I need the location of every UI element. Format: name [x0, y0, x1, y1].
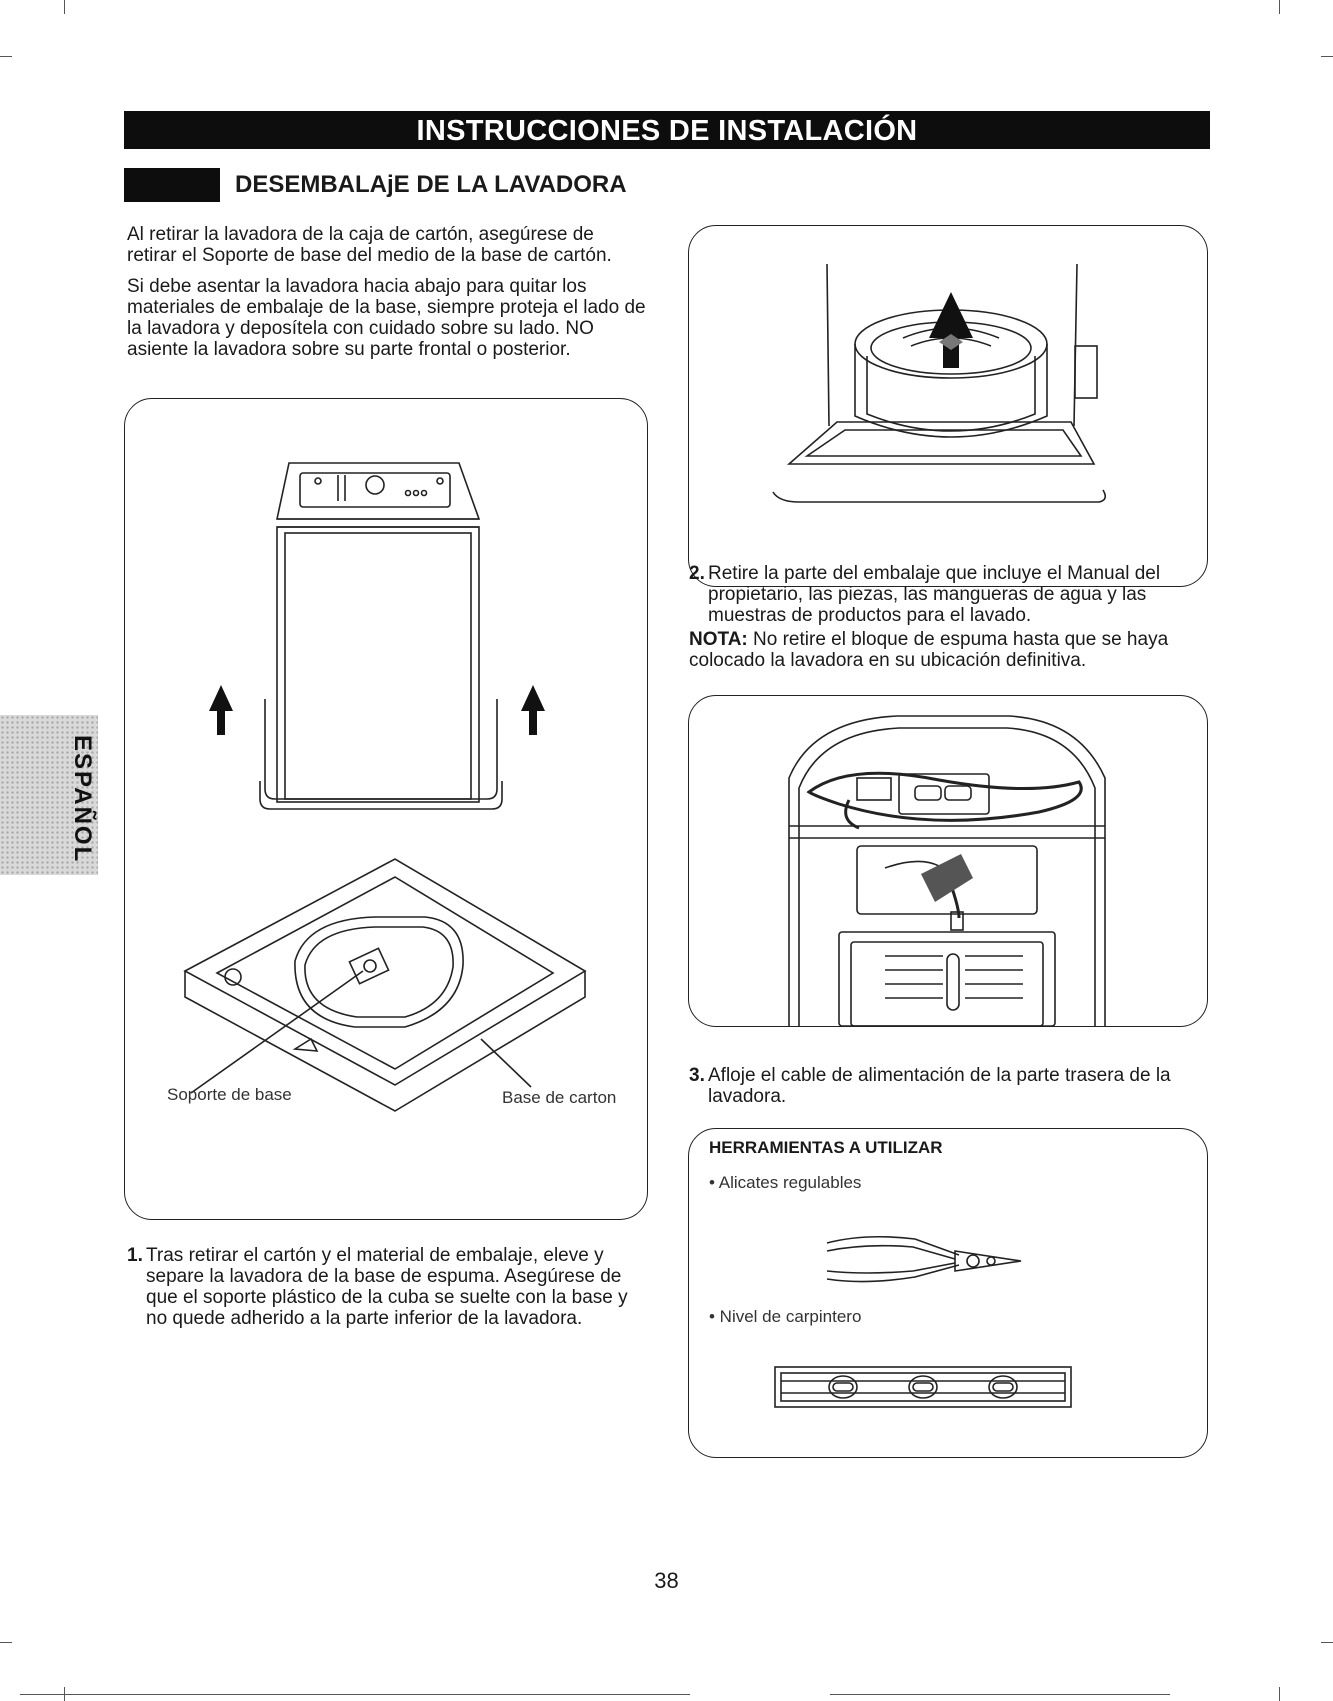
step-1-text: Tras retirar el cartón y el material de …	[146, 1245, 628, 1329]
power-cord-illustration	[788, 715, 1106, 1027]
intro-paragraph-2: Si debe asentar la lavadora hacia abajo …	[127, 276, 646, 360]
tools-box: HERRAMIENTAS A UTILIZAR • Alicates regul…	[688, 1128, 1208, 1458]
carpenter-level-icon	[774, 1366, 1072, 1408]
tools-title: HERRAMIENTAS A UTILIZAR	[709, 1138, 943, 1157]
bottom-rule	[20, 1694, 690, 1695]
crop-mark	[0, 56, 12, 57]
step-2: 2. Retire la parte del embalaje que incl…	[689, 563, 1199, 626]
intro-paragraph-1: Al retirar la lavadora de la caja de car…	[127, 224, 612, 266]
figure-washer-base: Soporte de base Base de carton	[124, 398, 648, 1220]
step-1-number: 1.	[127, 1245, 143, 1266]
language-tab	[0, 715, 98, 875]
step-3: 3. Afloje el cable de alimentación de la…	[689, 1065, 1199, 1107]
page-banner: INSTRUCCIONES DE INSTALACIÓN	[124, 111, 1210, 149]
washer-lift-illustration	[183, 462, 587, 1112]
crop-mark	[1279, 1687, 1280, 1701]
language-tab-label: ESPAÑOL	[69, 735, 96, 864]
note-text: No retire el bloque de espuma hasta que …	[689, 629, 1169, 671]
section-title: DESEMBALAjE DE LA LAVADORA	[235, 171, 627, 198]
note: NOTA: No retire el bloque de espuma hast…	[689, 629, 1199, 671]
step-2-number: 2.	[689, 563, 705, 584]
page-number: 38	[654, 1568, 679, 1593]
pliers-icon	[826, 1235, 1022, 1283]
crop-mark	[64, 0, 65, 14]
section-marker	[124, 168, 220, 202]
figure-power-cord	[688, 695, 1208, 1027]
crop-mark	[0, 1642, 12, 1643]
tool-item-level: • Nivel de carpintero	[709, 1307, 862, 1326]
tub-packaging-illustration	[772, 263, 1107, 503]
label-soporte-de-base: Soporte de base	[167, 1085, 292, 1104]
note-label: NOTA:	[689, 629, 748, 650]
bottom-rule	[830, 1694, 1170, 1695]
tool-item-pliers: • Alicates regulables	[709, 1173, 862, 1192]
crop-mark	[1279, 0, 1280, 14]
label-base-de-carton: Base de carton	[502, 1088, 617, 1107]
crop-mark	[1321, 56, 1333, 57]
step-3-number: 3.	[689, 1065, 705, 1086]
figure-tub-packaging	[688, 225, 1208, 587]
step-3-text: Afloje el cable de alimentación de la pa…	[708, 1065, 1171, 1107]
step-2-text: Retire la parte del embalaje que incluye…	[708, 563, 1161, 626]
step-1: 1. Tras retirar el cartón y el material …	[127, 1245, 647, 1329]
crop-mark	[1321, 1642, 1333, 1643]
